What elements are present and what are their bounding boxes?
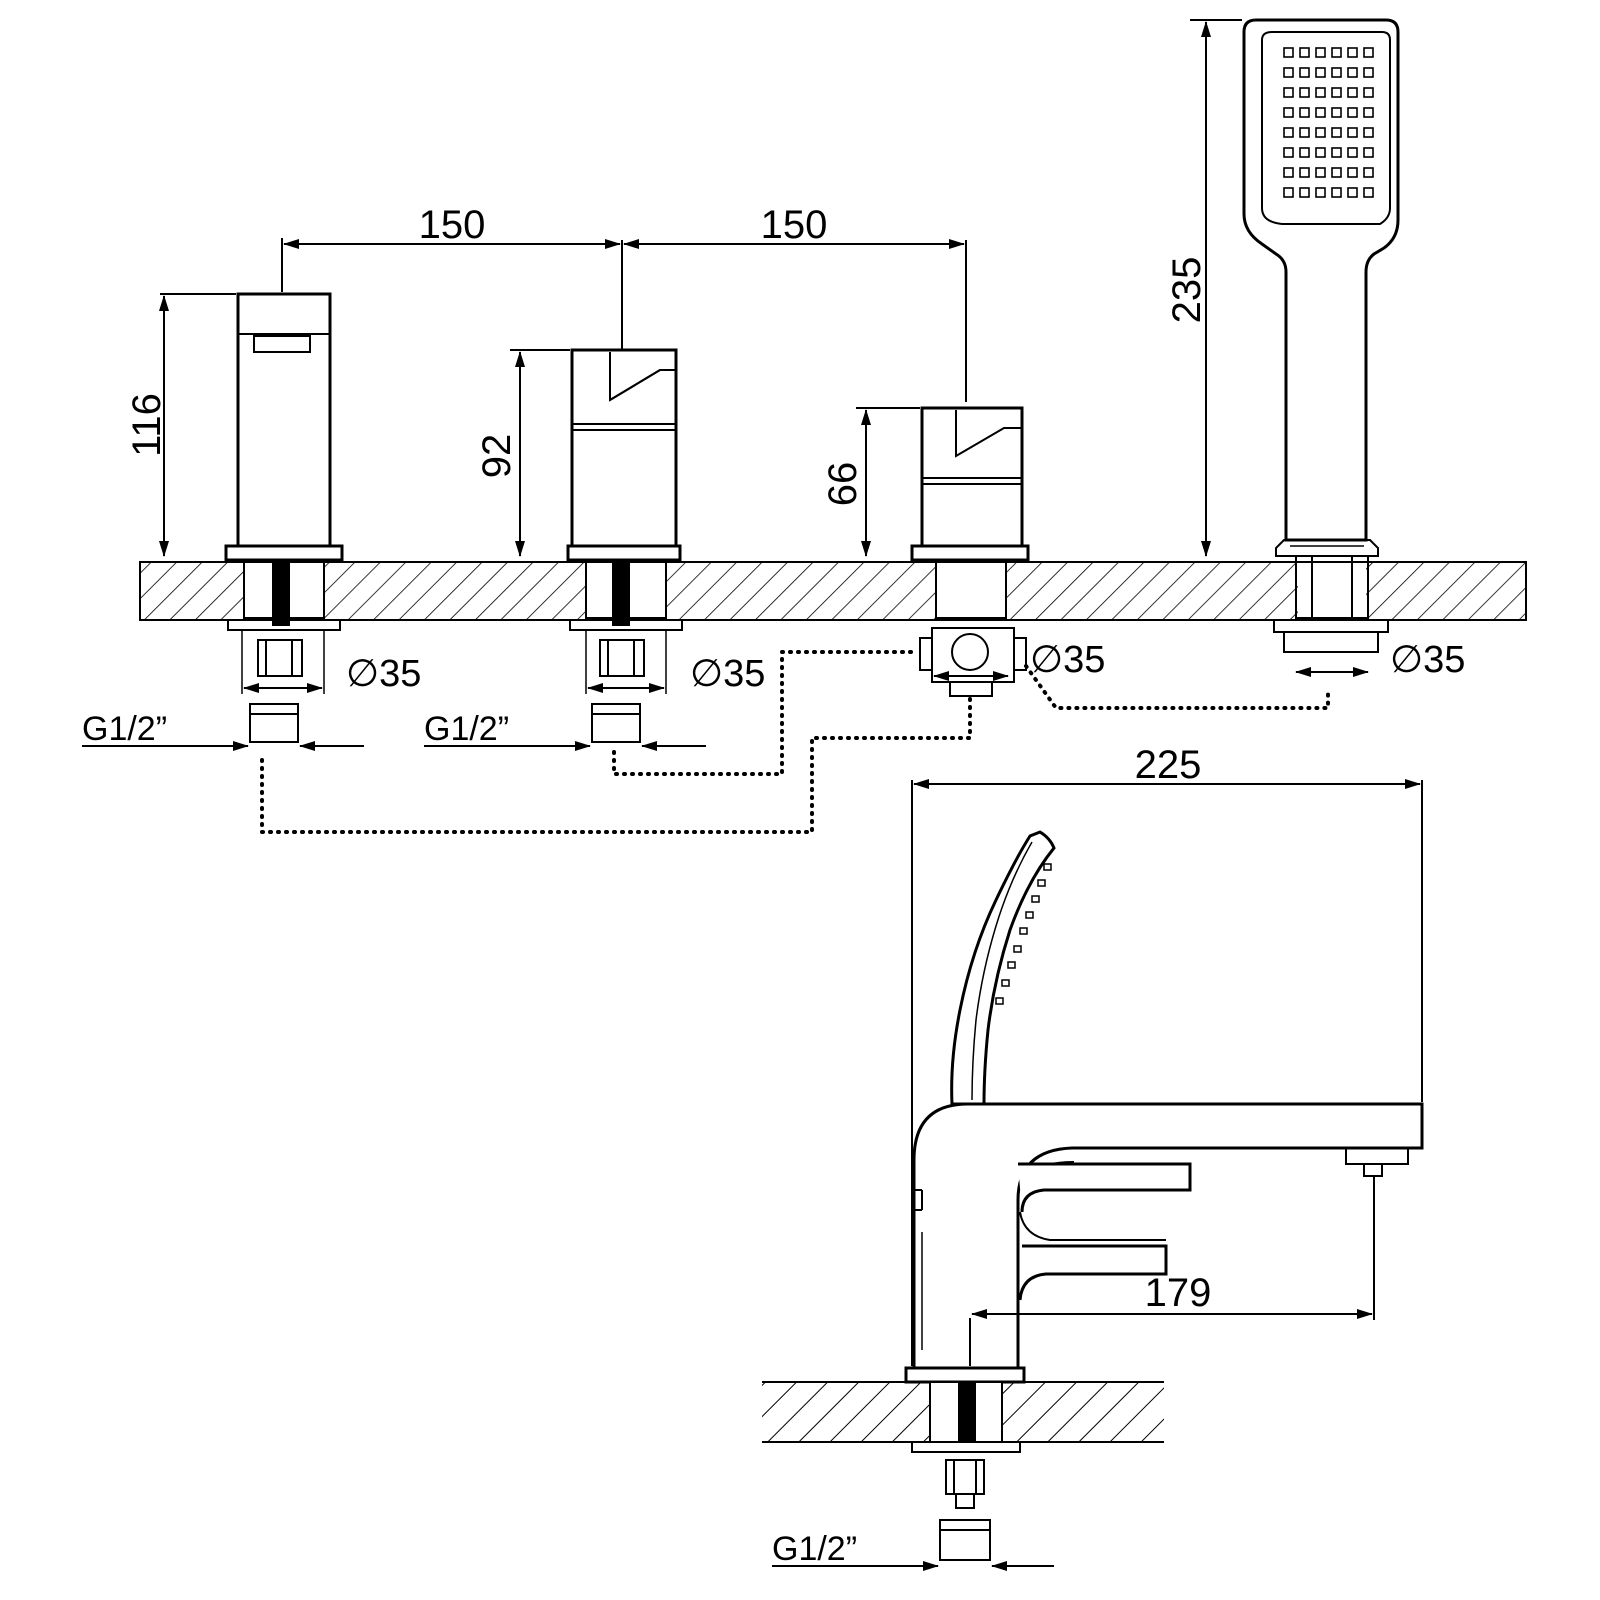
nozzle	[1331, 127, 1342, 138]
side-nozzle	[1001, 979, 1010, 987]
hand-shower-top	[1242, 18, 1400, 653]
mixer-handle-1	[566, 348, 683, 743]
nozzle	[1299, 147, 1310, 158]
nozzle	[1347, 87, 1358, 98]
nozzle	[1347, 147, 1358, 158]
nozzle	[1283, 167, 1294, 178]
nozzle	[1315, 167, 1326, 178]
dim-spout-length: 225	[1135, 743, 1202, 787]
dim-diameter-4: ∅35	[1390, 639, 1465, 681]
diameter-dimensions: ∅35 ∅35 ∅35 ∅35	[241, 630, 1465, 695]
nozzle	[1299, 107, 1310, 118]
side-nozzle	[1025, 911, 1034, 919]
nozzle	[1299, 167, 1310, 178]
nozzle	[1363, 187, 1374, 198]
thread-label-2: G1/2”	[424, 710, 509, 748]
height-dimensions: 116 92 66 235	[125, 19, 1242, 557]
nozzle	[1347, 47, 1358, 58]
dim-diameter-2: ∅35	[690, 653, 765, 695]
nozzle	[1331, 67, 1342, 78]
dim-diameter-3: ∅35	[1030, 639, 1105, 681]
nozzle	[1283, 107, 1294, 118]
nozzle	[1315, 67, 1326, 78]
nozzle	[1283, 67, 1294, 78]
dim-height-handle-2: 66	[821, 462, 865, 507]
side-nozzles	[995, 863, 1052, 1005]
nozzle	[1331, 187, 1342, 198]
nozzle	[1363, 127, 1374, 138]
side-nozzle	[1007, 961, 1016, 969]
nozzle	[1315, 107, 1326, 118]
spout-side-view	[904, 830, 1424, 1384]
dim-spout-reach: 179	[1145, 1271, 1212, 1315]
nozzle	[1283, 187, 1294, 198]
nozzle	[1363, 147, 1374, 158]
side-nozzle	[1013, 945, 1022, 953]
nozzle	[1347, 187, 1358, 198]
side-dimensions: 225 179	[911, 743, 1423, 1366]
thread-dimensions-top: G1/2” G1/2”	[82, 710, 706, 751]
nozzle	[1315, 47, 1326, 58]
nozzle	[1283, 87, 1294, 98]
nozzle	[1347, 127, 1358, 138]
nozzle	[1299, 47, 1310, 58]
dim-diameter-1: ∅35	[346, 653, 421, 695]
nozzle	[1299, 67, 1310, 78]
spacing-dimensions: 150 150	[281, 203, 967, 402]
side-nozzle	[995, 997, 1004, 1005]
nozzle	[1283, 127, 1294, 138]
side-nozzle	[1031, 895, 1040, 903]
thread-label-3: G1/2”	[772, 1530, 857, 1568]
spout-body	[224, 292, 344, 743]
nozzle	[1347, 167, 1358, 178]
nozzle	[1315, 87, 1326, 98]
nozzle	[1331, 87, 1342, 98]
nozzle	[1331, 47, 1342, 58]
nozzle	[1363, 87, 1374, 98]
dim-height-handle-1: 92	[475, 434, 519, 479]
nozzle	[1363, 47, 1374, 58]
dim-height-hand-shower: 235	[1165, 257, 1209, 324]
nozzle	[1347, 67, 1358, 78]
nozzle	[1331, 107, 1342, 118]
nozzle-grid	[1283, 47, 1374, 198]
thread-dimension-bottom: G1/2”	[772, 1530, 1054, 1571]
nozzle	[1363, 167, 1374, 178]
nozzle	[1331, 167, 1342, 178]
hose-lines	[260, 650, 1330, 834]
nozzle	[1299, 187, 1310, 198]
deck-slab-top	[139, 561, 1527, 621]
thread-label-1: G1/2”	[82, 710, 167, 748]
nozzle	[1283, 47, 1294, 58]
side-nozzle	[1043, 863, 1052, 871]
nozzle	[1299, 87, 1310, 98]
nozzle	[1315, 127, 1326, 138]
diverter-handle-2	[910, 406, 1030, 697]
nozzle	[1347, 107, 1358, 118]
nozzle	[1315, 187, 1326, 198]
nozzle	[1315, 147, 1326, 158]
dim-spacing-right: 150	[761, 203, 828, 247]
nozzle	[1299, 127, 1310, 138]
nozzle	[1363, 67, 1374, 78]
side-nozzle	[1019, 927, 1028, 935]
nozzle	[1363, 107, 1374, 118]
nozzle	[1283, 147, 1294, 158]
deck-slab-bottom	[762, 1381, 1164, 1561]
dim-spacing-left: 150	[419, 203, 486, 247]
dim-height-spout: 116	[125, 393, 169, 457]
side-nozzle	[1037, 879, 1046, 887]
nozzle	[1331, 147, 1342, 158]
